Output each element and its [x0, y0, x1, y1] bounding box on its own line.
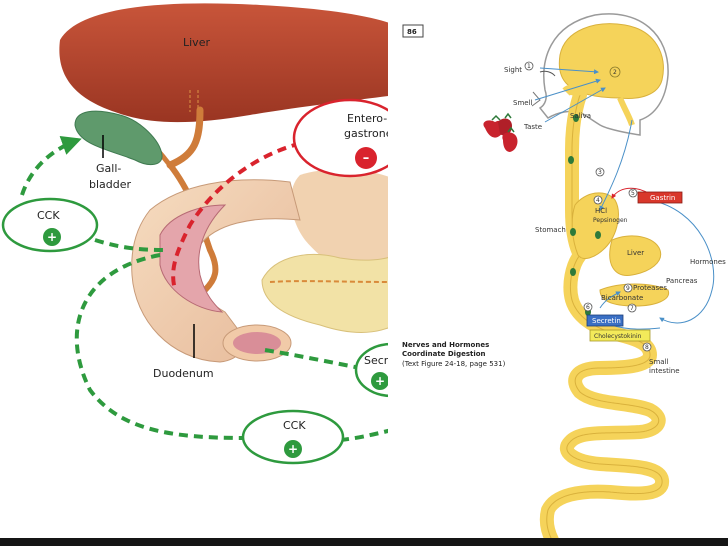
minus-icon [355, 147, 377, 169]
step-9: 9 [626, 285, 630, 292]
head-outline [538, 13, 669, 136]
step-markers: 1 2 3 4 5 6 7 8 9 [524, 61, 652, 352]
hormone-loop [649, 199, 715, 324]
bottom-bar [0, 538, 728, 546]
brain-shape [558, 23, 664, 99]
cck-left-effect: + [47, 230, 57, 244]
step-2: 2 [613, 69, 617, 76]
label-pepsinogen: Pepsinogen [593, 217, 628, 224]
label-pancreas: Pancreas [666, 277, 698, 285]
stomach-shape-right [571, 192, 619, 259]
step-8: 8 [645, 344, 649, 351]
duodenum-label: Duodenum [153, 367, 214, 380]
liver-shape-right [609, 235, 662, 276]
enterogastrone-label-2: gastrone [344, 127, 393, 140]
label-saliva: Saliva [570, 112, 591, 120]
enterogastrone-effect: – [363, 151, 370, 166]
red-dashed-path [171, 138, 316, 291]
label-small-intestine-2: intestine [649, 367, 680, 375]
nerve-arrow-smell [534, 78, 601, 101]
stomach-shape [290, 169, 395, 283]
step-7: 7 [630, 305, 634, 312]
label-small-intestine-1: Small [649, 358, 668, 366]
step-3: 3 [598, 169, 602, 176]
cck-left-label: CCK [37, 209, 60, 222]
gallbladder-label-2: bladder [89, 178, 132, 191]
neuron-dots [568, 114, 601, 316]
label-hormones: Hormones [690, 258, 726, 266]
enterogastrone-label-1: Entero- [347, 112, 387, 125]
plus-icon [284, 440, 302, 458]
liver-label: Liver [183, 36, 210, 49]
secretin-box-label: Secretin [592, 317, 621, 325]
cck-bottom-label: CCK [283, 419, 306, 432]
label-proteases: Proteases [633, 284, 667, 292]
plus-icon [371, 372, 389, 390]
page-number: 86 [407, 28, 417, 36]
green-path-secretin [264, 348, 361, 370]
secretin-effect: + [375, 374, 385, 388]
label-smell: Smell [513, 99, 533, 107]
bile-duct [166, 106, 204, 169]
caption-line-1: Nerves and Hormones [402, 341, 489, 349]
step-5: 5 [631, 190, 635, 197]
hormone-cck-left: CCK + [1, 197, 99, 253]
green-path-gb-to-cck [94, 238, 166, 252]
label-liver: Liver [627, 249, 644, 257]
pancreas-shape [261, 253, 396, 333]
caption-line-3: (Text Figure 24-18, page 531) [402, 360, 506, 368]
label-taste: Taste [523, 123, 542, 131]
step-4: 4 [596, 197, 600, 204]
green-path-cck-right [339, 428, 393, 442]
hormone-enterogastrone: Entero- gastrone – [292, 98, 408, 178]
label-sight: Sight [504, 66, 522, 74]
gallbladder-label-1: Gall- [96, 162, 121, 175]
pancreas-shape-right [599, 283, 670, 307]
cholecystokinin-box [589, 329, 651, 342]
hormone-cck-bottom: CCK + [241, 409, 345, 465]
label-stomach: Stomach [535, 226, 566, 234]
secretin-label: Secre [364, 354, 395, 367]
nerve-arrow-down [599, 119, 633, 211]
label-hcl: HCl [595, 207, 607, 215]
right-figure: 86 [388, 6, 728, 546]
gastrin-label: Gastrin [650, 194, 675, 202]
green-path-outer-loop [74, 253, 246, 440]
step-1: 1 [527, 63, 531, 70]
secretin-box [586, 314, 624, 327]
strawberry-icon [483, 112, 518, 152]
nerve-arrow-sight [539, 67, 599, 75]
cholecystokinin-label: Cholecystokinin [594, 333, 642, 340]
label-bicarbonate: Bicarbonate [601, 294, 643, 302]
plus-icon [43, 228, 61, 246]
gastrin-box [637, 191, 683, 204]
cck-bottom-effect: + [288, 442, 298, 456]
step-6: 6 [586, 304, 590, 311]
liver-shape [59, 3, 395, 123]
caption-line-2: Coordinate Digestion [402, 350, 486, 358]
nerve-arrow-taste [544, 87, 606, 123]
gallbladder-shape [74, 110, 163, 166]
green-path-to-gallbladder [20, 135, 82, 196]
left-illustration: Liver Gall- bladder Duodenum CCK [1, 3, 430, 465]
